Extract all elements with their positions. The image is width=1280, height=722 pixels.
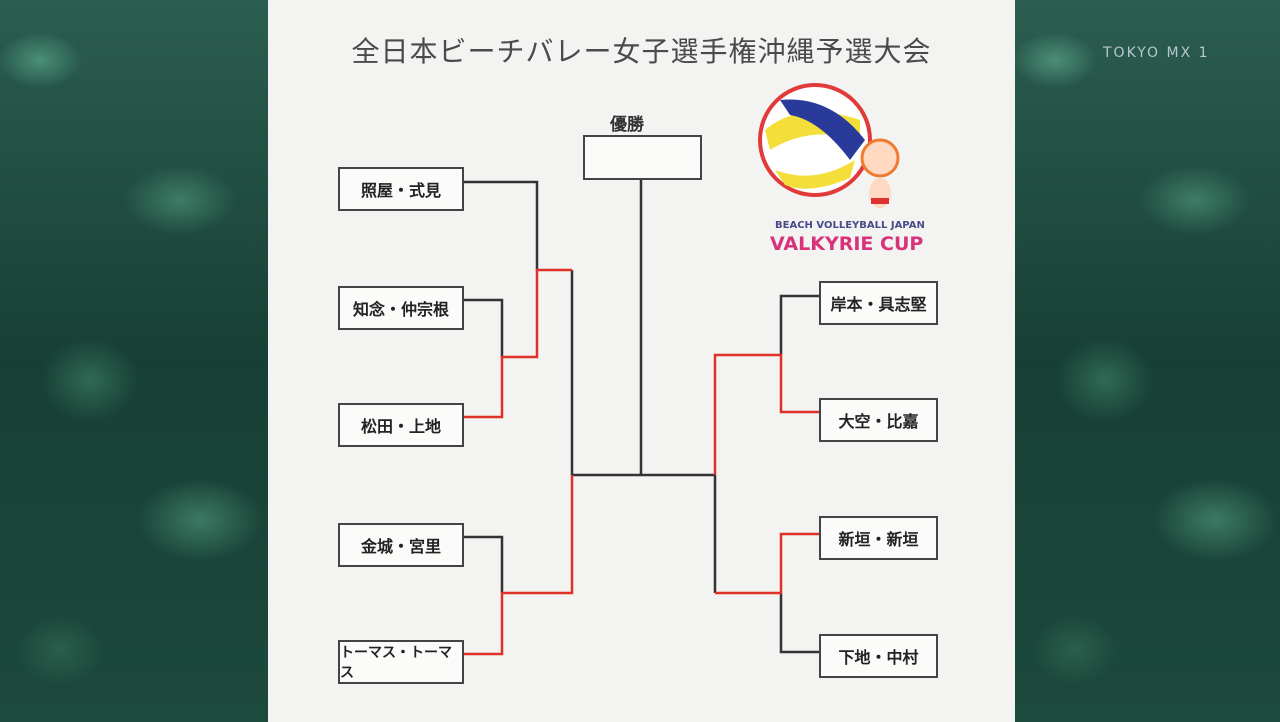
winner-label: 優勝	[610, 115, 644, 135]
team-box-right-1: 岸本・具志堅	[819, 281, 938, 325]
team-box-left-3: 松田・上地	[338, 403, 464, 447]
tournament-title: 全日本ビーチバレー女子選手権沖縄予選大会	[351, 35, 932, 68]
team-box-right-3: 新垣・新垣	[819, 516, 938, 560]
logo-mascot-icon	[860, 138, 900, 208]
logo-subtitle: BEACH VOLLEYBALL JAPAN	[775, 220, 925, 231]
team-box-left-5: トーマス・トーマス	[338, 640, 464, 684]
foliage-background-right	[1015, 0, 1280, 722]
logo-name: VALKYRIE CUP	[770, 233, 924, 255]
team-box-left-1: 照屋・式見	[338, 167, 464, 211]
team-box-right-2: 大空・比嘉	[819, 398, 938, 442]
team-box-right-4: 下地・中村	[819, 634, 938, 678]
team-box-left-2: 知念・仲宗根	[338, 286, 464, 330]
bracket-lines-black	[464, 180, 819, 654]
winner-box	[583, 135, 702, 180]
channel-watermark: TOKYO MX 1	[1103, 45, 1210, 61]
bracket-lines-advance	[464, 268, 819, 656]
logo-ball-icon	[758, 83, 872, 197]
foliage-background-left	[0, 0, 268, 722]
team-box-left-4: 金城・宮里	[338, 523, 464, 567]
